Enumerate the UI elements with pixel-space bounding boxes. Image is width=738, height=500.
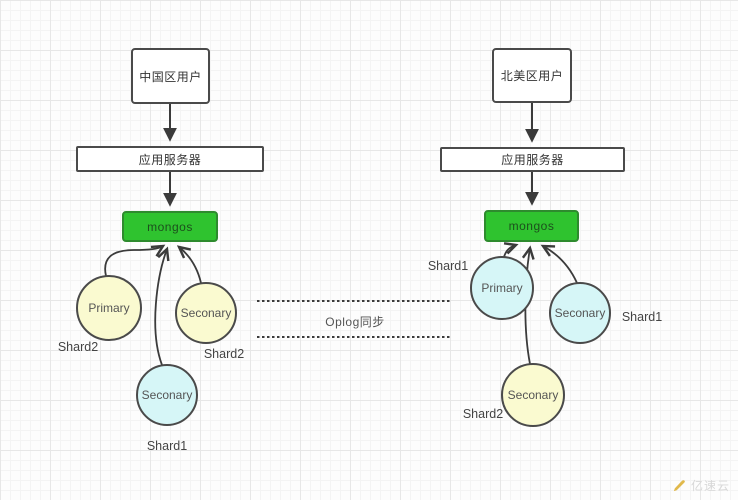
- right-secondary-yellow-label: Seconary: [507, 388, 559, 402]
- right-mongos-box: mongos: [484, 210, 579, 242]
- oplog-sync-label: Oplog同步: [325, 315, 385, 329]
- left-user-box: 中国区用户: [131, 48, 210, 104]
- arrow-left-secondary-yellow-to-mongos: [176, 245, 202, 284]
- right-app-server-box: 应用服务器: [440, 147, 625, 172]
- left-mongos-label: mongos: [147, 219, 193, 234]
- right-secondary-blue-node: Seconary: [549, 282, 611, 344]
- left-mongos-box: mongos: [122, 211, 218, 242]
- left-shard1-label: Shard1: [146, 439, 188, 453]
- right-shard1-label-primary: Shard1: [427, 259, 469, 273]
- left-secondary-yellow-node: Seconary: [175, 282, 237, 344]
- left-app-server-box: 应用服务器: [76, 146, 264, 172]
- left-shard2-label-primary: Shard2: [57, 340, 99, 354]
- left-app-server-label: 应用服务器: [138, 152, 202, 167]
- arrow-left-secondary-blue-to-mongos: [154, 246, 170, 366]
- left-primary-label: Primary: [88, 301, 130, 315]
- arrow-right-primary-to-mongos: [503, 242, 519, 258]
- right-primary-node: Primary: [470, 256, 534, 320]
- right-user-label: 北美区用户: [500, 69, 564, 83]
- left-secondary-yellow-label: Seconary: [180, 306, 232, 320]
- watermark-text: 亿速云: [690, 479, 730, 493]
- left-secondary-blue-node: Seconary: [136, 364, 198, 426]
- right-app-server-label: 应用服务器: [501, 153, 564, 167]
- watermark-pen-icon: [673, 480, 685, 492]
- right-secondary-yellow-node: Seconary: [501, 363, 565, 427]
- right-primary-label: Primary: [481, 281, 523, 295]
- right-mongos-label: mongos: [508, 219, 555, 233]
- arrow-right-secondary-blue-to-mongos: [540, 244, 578, 284]
- right-shard1-label-secondary: Shard1: [621, 310, 663, 324]
- left-shard2-label-secondary: Shard2: [203, 347, 245, 361]
- right-secondary-blue-label: Seconary: [554, 306, 606, 320]
- left-secondary-blue-label: Seconary: [141, 388, 193, 402]
- left-primary-node: Primary: [76, 275, 142, 341]
- arrow-left-primary-to-mongos: [104, 244, 166, 277]
- left-user-label: 中国区用户: [139, 69, 202, 84]
- right-shard2-label: Shard2: [462, 407, 504, 421]
- watermark: 亿速云: [672, 477, 730, 494]
- right-user-box: 北美区用户: [492, 48, 572, 103]
